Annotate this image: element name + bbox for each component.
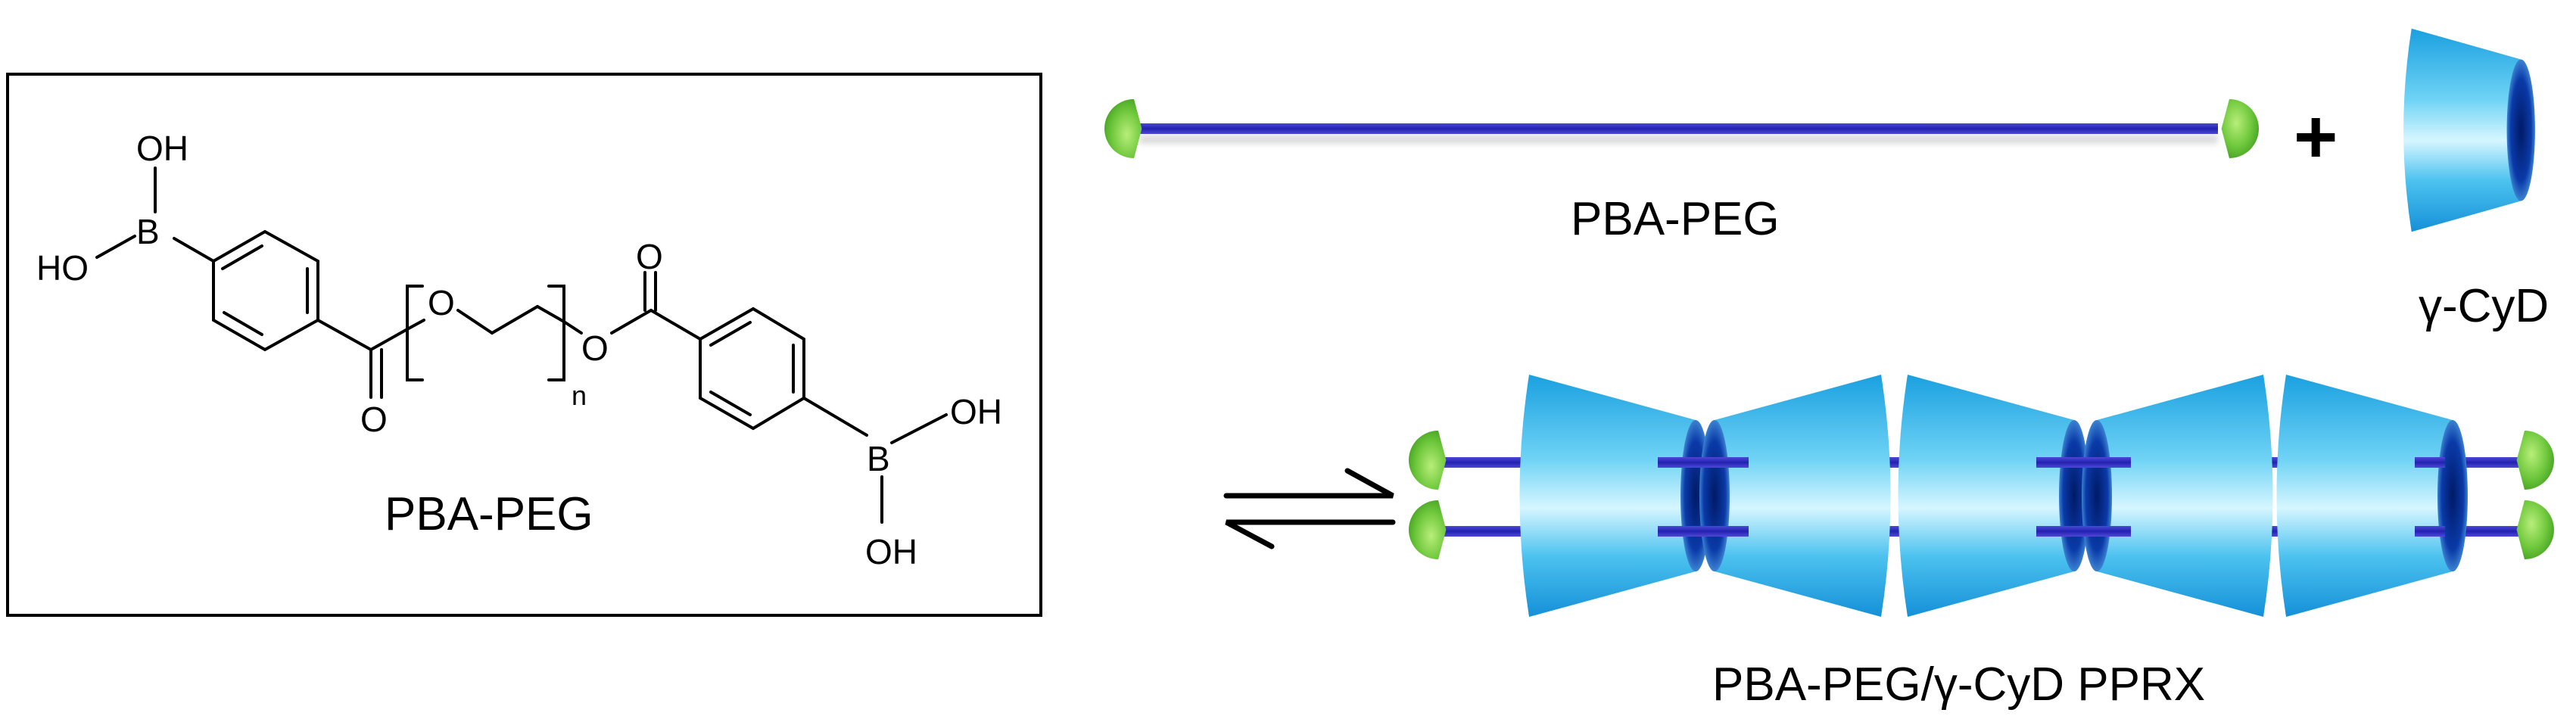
polymer-label: PBA-PEG — [1571, 193, 1780, 245]
pprx-cyd-5 — [2276, 375, 2468, 617]
atom-carbonyl-o-right: O — [636, 237, 663, 276]
atom-b-left: B — [136, 212, 160, 251]
equilibrium-arrows-icon — [1223, 468, 1396, 549]
atom-oh-right: OH — [950, 392, 1002, 431]
atom-oh-top-left: OH — [136, 129, 188, 168]
atom-ester-o: O — [581, 328, 609, 368]
pprx-label: PBA-PEG/γ-CyD PPRX — [1712, 658, 2205, 711]
cyd-label: γ-CyD — [2419, 280, 2549, 332]
structure-label: PBA-PEG — [385, 488, 593, 540]
end-group-right — [2221, 99, 2259, 158]
pprx-end-right-top — [2516, 431, 2554, 490]
plus-sign: + — [2294, 95, 2338, 179]
atom-ether-o: O — [428, 283, 455, 322]
atom-oh-bottom-right: OH — [865, 532, 917, 571]
atom-b-right: B — [867, 439, 890, 478]
end-group-left — [1104, 99, 1142, 158]
pprx-assembly — [1409, 375, 2554, 617]
pprx-cyd-4 — [2082, 375, 2273, 617]
pprx-cyd-1 — [1519, 375, 1711, 617]
atom-carbonyl-o-left: O — [360, 400, 388, 439]
repeat-subscript: n — [572, 380, 587, 411]
pba-peg-chain — [1104, 99, 2259, 158]
pprx-cyd-3 — [1898, 375, 2089, 617]
atom-ho-left: HO — [36, 248, 89, 288]
pprx-cyd-2 — [1699, 375, 1891, 617]
pprx-end-right-bottom — [2516, 500, 2554, 559]
gamma-cyd-icon — [2403, 28, 2535, 232]
chemical-structure: OH HO B O O n O O — [36, 129, 1002, 571]
structure-frame — [6, 73, 1042, 617]
